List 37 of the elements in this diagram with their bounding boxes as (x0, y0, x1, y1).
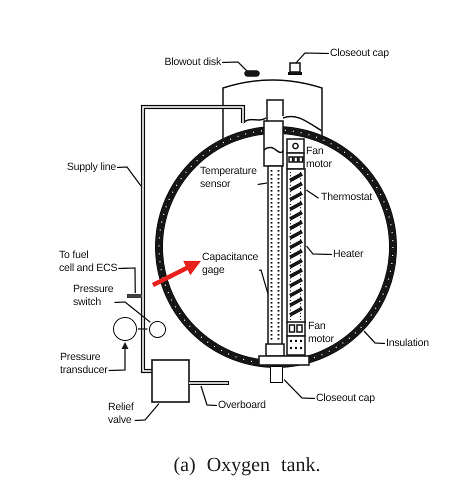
part-label: Capacitance gage (202, 251, 258, 277)
transducer-circle (113, 317, 137, 341)
part-label: Supply line (66, 161, 116, 174)
leader-line (118, 267, 136, 293)
leader-line (296, 52, 330, 64)
part-label: Fan motor (308, 320, 334, 346)
leader-line (364, 330, 386, 344)
leader-line (284, 379, 316, 400)
part-label: Relief valve (108, 401, 134, 427)
part-label: Temperature sensor (200, 165, 257, 191)
switch-circle (148, 320, 166, 338)
pipe-stub (127, 294, 142, 298)
part-label: Overboard (218, 399, 266, 412)
leader-line (134, 403, 160, 422)
leader-line (259, 269, 269, 294)
part-label: Insulation (386, 337, 429, 350)
part-label: Closeout cap (330, 47, 389, 60)
cap-block (270, 366, 283, 383)
leader-arrow (108, 342, 128, 372)
part-label: Blowout disk (164, 56, 221, 69)
leader-line (306, 246, 332, 256)
part-label: Pressure switch (73, 283, 114, 309)
figure-caption: (a) Oxygen tank. (174, 453, 320, 477)
part-label: Thermostat (321, 191, 372, 204)
leader-line (258, 182, 268, 186)
leader-line (200, 386, 218, 406)
connecting-line (138, 328, 148, 330)
part-label: To fuel cell and ECS (59, 249, 118, 275)
pointer-arrow (152, 260, 201, 288)
leader-line (222, 61, 248, 72)
leader-line (114, 301, 151, 323)
part-label: Heater (333, 248, 364, 261)
leader-line (116, 166, 142, 186)
part-label: Pressure transducer (60, 351, 108, 377)
part-label: Fan motor (306, 145, 332, 171)
leader-line (306, 189, 319, 199)
part-label: Closeout cap (316, 392, 375, 405)
